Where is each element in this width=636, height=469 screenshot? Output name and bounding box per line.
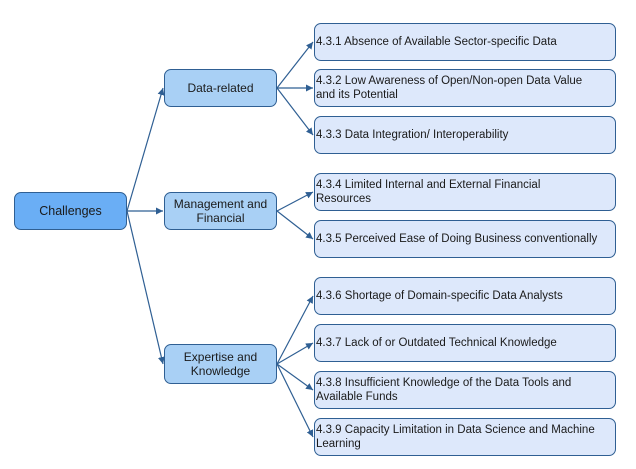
challenge-item-4-3-7: 4.3.7 Lack of or Outdated Technical Know… (314, 324, 616, 362)
challenge-item-4-3-1: 4.3.1 Absence of Available Sector-specif… (314, 23, 616, 61)
challenge-item-text: 4.3.1 Absence of Available Sector-specif… (316, 36, 557, 48)
challenges-node: Challenges (14, 192, 127, 230)
connector-data-related-to-4-3-1 (276, 41, 314, 89)
connector-management-financial-to-4-3-5 (276, 210, 314, 240)
category-management-financial: Management and Financial (164, 192, 277, 230)
challenge-item-4-3-5: 4.3.5 Perceived Ease of Doing Business c… (314, 220, 616, 258)
connector-root-to-data-related (126, 87, 165, 212)
challenge-item-4-3-9: 4.3.9 Capacity Limitation in Data Scienc… (314, 418, 616, 456)
connector-management-financial-to-4-3-4 (276, 191, 314, 212)
challenge-item-text: 4.3.3 Data Integration/ Interoperability (316, 129, 509, 141)
challenges-label: Challenges (39, 204, 102, 218)
challenge-item-4-3-8: 4.3.8 Insufficient Knowledge of the Data… (314, 371, 616, 409)
challenge-item-text: 4.3.7 Lack of or Outdated Technical Know… (316, 337, 557, 349)
challenge-item-4-3-6: 4.3.6 Shortage of Domain-specific Data A… (314, 277, 616, 315)
challenge-item-4-3-2: 4.3.2 Low Awareness of Open/Non-open Dat… (314, 69, 616, 107)
connector-root-to-expertise-knowledge (126, 210, 165, 365)
connector-expertise-knowledge-to-4-3-8 (276, 363, 314, 391)
connector-data-related-to-4-3-3 (276, 87, 314, 136)
challenge-item-text: 4.3.5 Perceived Ease of Doing Business c… (316, 233, 598, 245)
challenge-item-4-3-4: 4.3.4 Limited Internal and External Fina… (314, 173, 616, 211)
challenge-item-text: 4.3.2 Low Awareness of Open/Non-open Dat… (316, 75, 583, 101)
connector-expertise-knowledge-to-4-3-6 (276, 295, 314, 365)
challenge-item-4-3-3: 4.3.3 Data Integration/ Interoperability (314, 116, 616, 154)
challenge-item-text: 4.3.6 Shortage of Domain-specific Data A… (316, 290, 563, 302)
category-label-expertise-knowledge: Expertise and Knowledge (183, 350, 258, 378)
challenge-item-text: 4.3.9 Capacity Limitation in Data Scienc… (316, 424, 595, 450)
category-expertise-knowledge: Expertise and Knowledge (164, 344, 277, 384)
category-label-data-related: Data-related (187, 81, 254, 95)
category-data-related: Data-related (164, 69, 277, 107)
connector-expertise-knowledge-to-4-3-7 (276, 342, 314, 365)
category-label-management-financial: Management and Financial (173, 197, 268, 225)
connector-expertise-knowledge-to-4-3-9 (276, 363, 314, 438)
challenge-item-text: 4.3.8 Insufficient Knowledge of the Data… (316, 377, 572, 403)
challenge-item-text: 4.3.4 Limited Internal and External Fina… (316, 179, 541, 205)
